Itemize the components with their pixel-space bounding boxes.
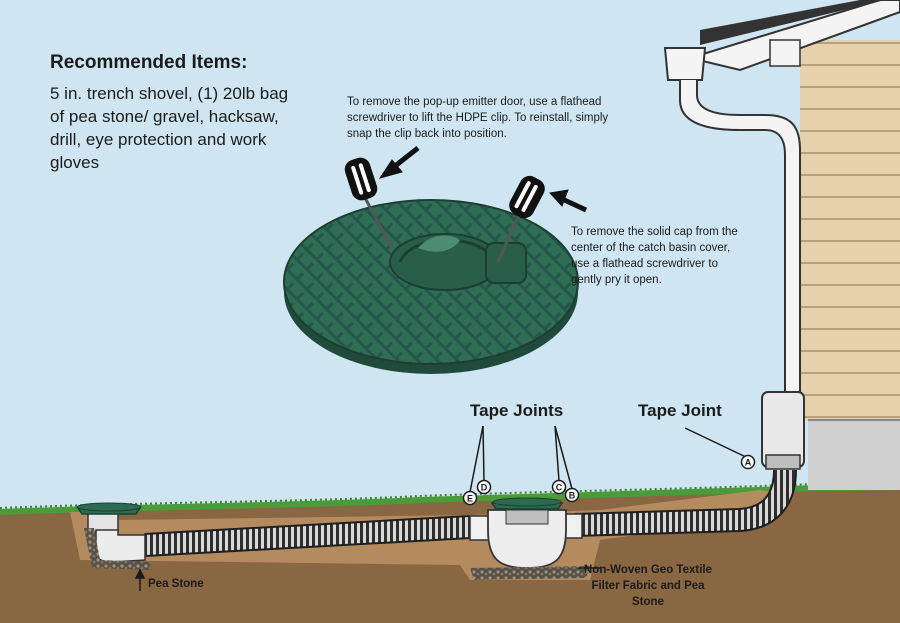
catch-basin-cover — [283, 199, 579, 374]
solid-cap-instruction: To remove the solid cap from the center … — [571, 226, 738, 286]
callout-lines — [134, 425, 749, 591]
pop-up-emitter-left — [76, 502, 146, 563]
recommended-items-title: Recommended Items: — [50, 52, 248, 73]
tape-joints-label: Tape Joints — [470, 401, 564, 420]
joint-label: E — [467, 494, 473, 504]
joint-marker-c[interactable]: C — [551, 479, 567, 495]
geo-fabric-label: Non-Woven Geo Textile Filter Fabric and … — [583, 564, 712, 608]
recommended-items-list: 5 in. trench shovel, (1) 20lb bag of pea… — [50, 84, 289, 172]
joint-label: B — [569, 491, 576, 501]
joint-marker-b[interactable]: B — [564, 487, 580, 503]
downspout — [663, 47, 805, 470]
joint-label: C — [556, 483, 563, 493]
joint-marker-a[interactable]: A — [740, 454, 756, 470]
joint-label: D — [481, 483, 488, 493]
pea-stone-label: Pea Stone — [148, 578, 204, 590]
screwdriver-icon — [344, 157, 394, 249]
joint-marker-d[interactable]: D — [476, 479, 492, 495]
catch-basin — [469, 497, 583, 569]
joint-label: A — [745, 458, 752, 468]
joint-marker-e[interactable]: E — [462, 490, 478, 506]
house — [686, 0, 900, 490]
pea-stone-left — [84, 528, 150, 570]
emitter-door-instruction: To remove the pop-up emitter door, use a… — [347, 96, 609, 140]
arrow-icon — [378, 146, 588, 213]
joint-markers[interactable]: A B C D E — [462, 454, 756, 506]
screwdriver-icon — [496, 175, 545, 263]
tape-joint-label: Tape Joint — [638, 401, 722, 420]
pea-stone-basin — [470, 566, 590, 580]
